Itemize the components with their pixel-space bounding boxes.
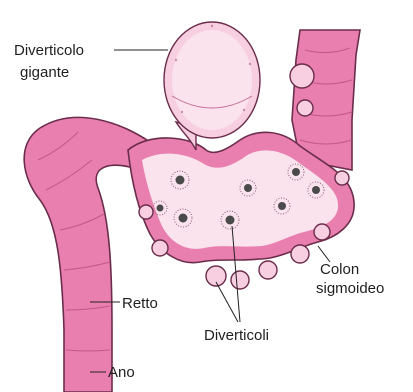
diverticulum-pouch — [314, 224, 330, 240]
giant-diverticulum — [164, 22, 260, 150]
diverticulum-pouch — [290, 64, 314, 88]
diverticulum-pouch — [152, 240, 168, 256]
label-sigmoid-colon-line2: sigmoideo — [316, 280, 384, 297]
label-diverticula: Diverticoli — [204, 327, 269, 344]
diverticulum-pouch — [291, 245, 309, 263]
label-giant-diverticulum-line1: Diverticolo — [14, 42, 84, 59]
label-rectum: Retto — [122, 295, 158, 312]
label-giant-diverticulum-line2: gigante — [20, 64, 69, 81]
label-anus: Ano — [108, 364, 135, 381]
diverticulum-pouch — [335, 171, 349, 185]
diverticulum-pouch — [139, 205, 153, 219]
leader-sigmoid-colon — [318, 246, 330, 262]
diverticulum-pouch — [259, 261, 277, 279]
diverticulum-pouch — [297, 100, 313, 116]
diverticulum-pouch — [231, 271, 249, 289]
label-sigmoid-colon-line1: Colon — [320, 261, 359, 278]
